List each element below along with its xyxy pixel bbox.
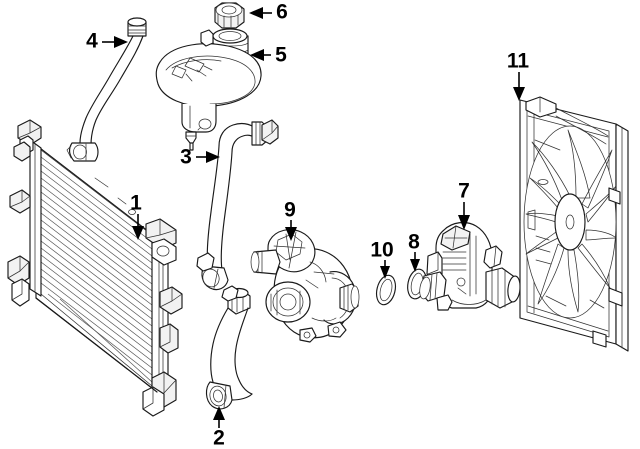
part-water-pump (250, 229, 360, 343)
part-upper-radiator-hose (196, 119, 279, 291)
callout-7-arrowhead (458, 215, 470, 230)
callout-11-number: 11 (507, 50, 530, 73)
callout-8-arrowhead (410, 259, 420, 272)
part-fan-shroud-assembly (519, 96, 629, 352)
callout-2: 2 (213, 406, 225, 449)
callout-5: 5 (250, 44, 287, 67)
part-reservoir-cap (214, 2, 245, 29)
callout-3: 3 (180, 146, 220, 169)
callout-10-number: 10 (370, 239, 393, 262)
callout-7-number: 7 (458, 180, 470, 203)
callout-5-arrowhead (250, 49, 264, 61)
callout-9: 9 (284, 199, 297, 241)
callout-2-arrowhead (213, 406, 225, 420)
callout-9-number: 9 (284, 199, 296, 222)
callout-4-number: 4 (86, 30, 98, 53)
callout-3-arrowhead (206, 151, 220, 163)
callout-6-number: 6 (276, 1, 288, 24)
callout-8-number: 8 (408, 231, 420, 254)
part-lower-radiator-hose (205, 285, 253, 410)
part-thermostat-housing (419, 221, 521, 311)
callout-4: 4 (86, 30, 128, 53)
part-coolant-reservoir (155, 28, 262, 151)
callout-8: 8 (408, 231, 420, 272)
callout-6-arrowhead (249, 7, 263, 19)
callout-10-arrowhead (380, 266, 390, 279)
callout-5-number: 5 (275, 44, 287, 67)
callout-1: 1 (130, 192, 144, 240)
callout-2-number: 2 (213, 427, 225, 449)
callout-11-arrowhead (513, 87, 525, 101)
callout-1-arrowhead (132, 226, 144, 240)
callout-6: 6 (249, 1, 288, 24)
callout-1-number: 1 (130, 192, 142, 215)
part-overflow-hose (66, 17, 147, 162)
part-water-pump-o-ring (375, 274, 397, 306)
callout-4-arrowhead (114, 36, 128, 48)
callout-7: 7 (458, 180, 470, 230)
callout-10: 10 (370, 239, 394, 279)
callout-11: 11 (507, 50, 530, 101)
part-radiator (7, 119, 183, 417)
callout-9-arrowhead (285, 227, 297, 241)
callout-3-number: 3 (180, 146, 192, 169)
